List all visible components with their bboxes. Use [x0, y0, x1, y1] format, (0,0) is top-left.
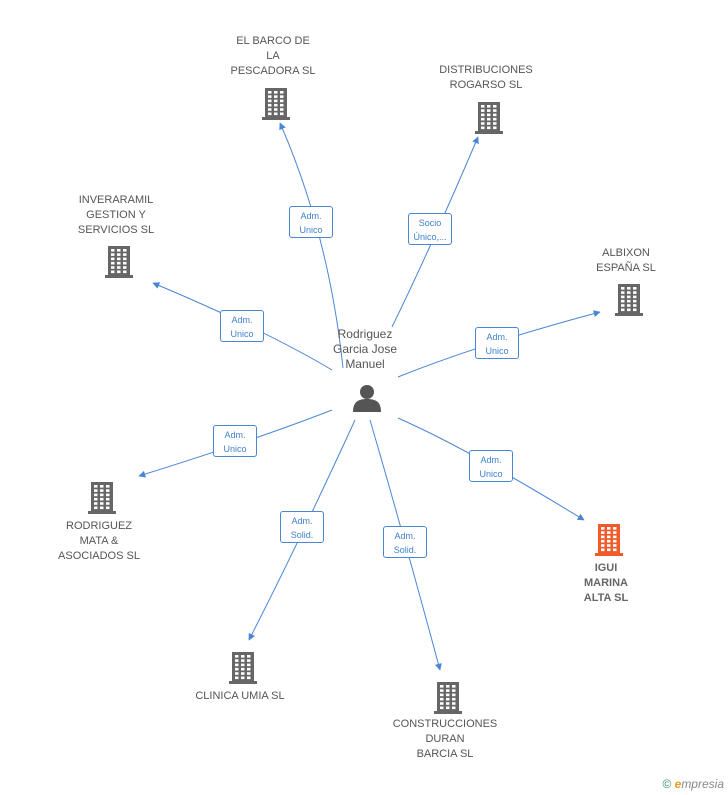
role-label-el-barco: Adm. Unico [289, 206, 333, 238]
footer-brand: © empresia [662, 777, 724, 791]
role-label-inveraramil: Adm. Unico [220, 310, 264, 342]
building-icon-albixon[interactable] [615, 282, 643, 316]
building-icon-el-barco[interactable] [262, 86, 290, 120]
building-icon-distribuciones[interactable] [475, 100, 503, 134]
company-name-clinica[interactable]: CLINICA UMIA SL [195, 690, 285, 702]
center-person-name[interactable]: Rodriguez Garcia Jose Manuel [332, 327, 398, 371]
company-name-albixon[interactable]: ALBIXON ESPAÑA SL [596, 247, 656, 274]
building-icon-clinica[interactable] [229, 650, 257, 684]
company-name-el-barco[interactable]: EL BARCO DE LA PESCADORA SL [230, 35, 316, 77]
building-icon-inveraramil[interactable] [105, 244, 133, 278]
person-icon[interactable] [352, 383, 382, 413]
role-label-distribuciones: Socio Único,... [408, 213, 452, 245]
company-name-inveraramil[interactable]: INVERARAMIL GESTION Y SERVICIOS SL [77, 194, 155, 236]
copyright-symbol: © [662, 777, 672, 791]
company-name-rodriguez-mata[interactable]: RODRIGUEZ MATA & ASOCIADOS SL [58, 520, 140, 562]
building-icon-construcciones[interactable] [434, 680, 462, 714]
role-label-rodriguez-mata: Adm. Unico [213, 425, 257, 457]
edge-el-barco [279, 122, 344, 369]
building-icon-rodriguez-mata[interactable] [88, 480, 116, 514]
brand-logo-e: e [674, 777, 682, 791]
company-name-igui[interactable]: IGUI MARINA ALTA SL [583, 562, 629, 604]
role-label-igui: Adm. Unico [469, 450, 513, 482]
role-label-clinica: Adm. Solid. [280, 511, 324, 543]
building-icon-igui[interactable] [595, 522, 623, 556]
role-label-construcciones: Adm. Solid. [383, 526, 427, 558]
company-name-distribuciones[interactable]: DISTRIBUCIONES ROGARSO SL [439, 64, 533, 91]
brand-name: mpresia [681, 777, 724, 791]
company-name-construcciones[interactable]: CONSTRUCCIONES DURAN BARCIA SL [392, 718, 498, 760]
role-label-albixon: Adm. Unico [475, 327, 519, 359]
